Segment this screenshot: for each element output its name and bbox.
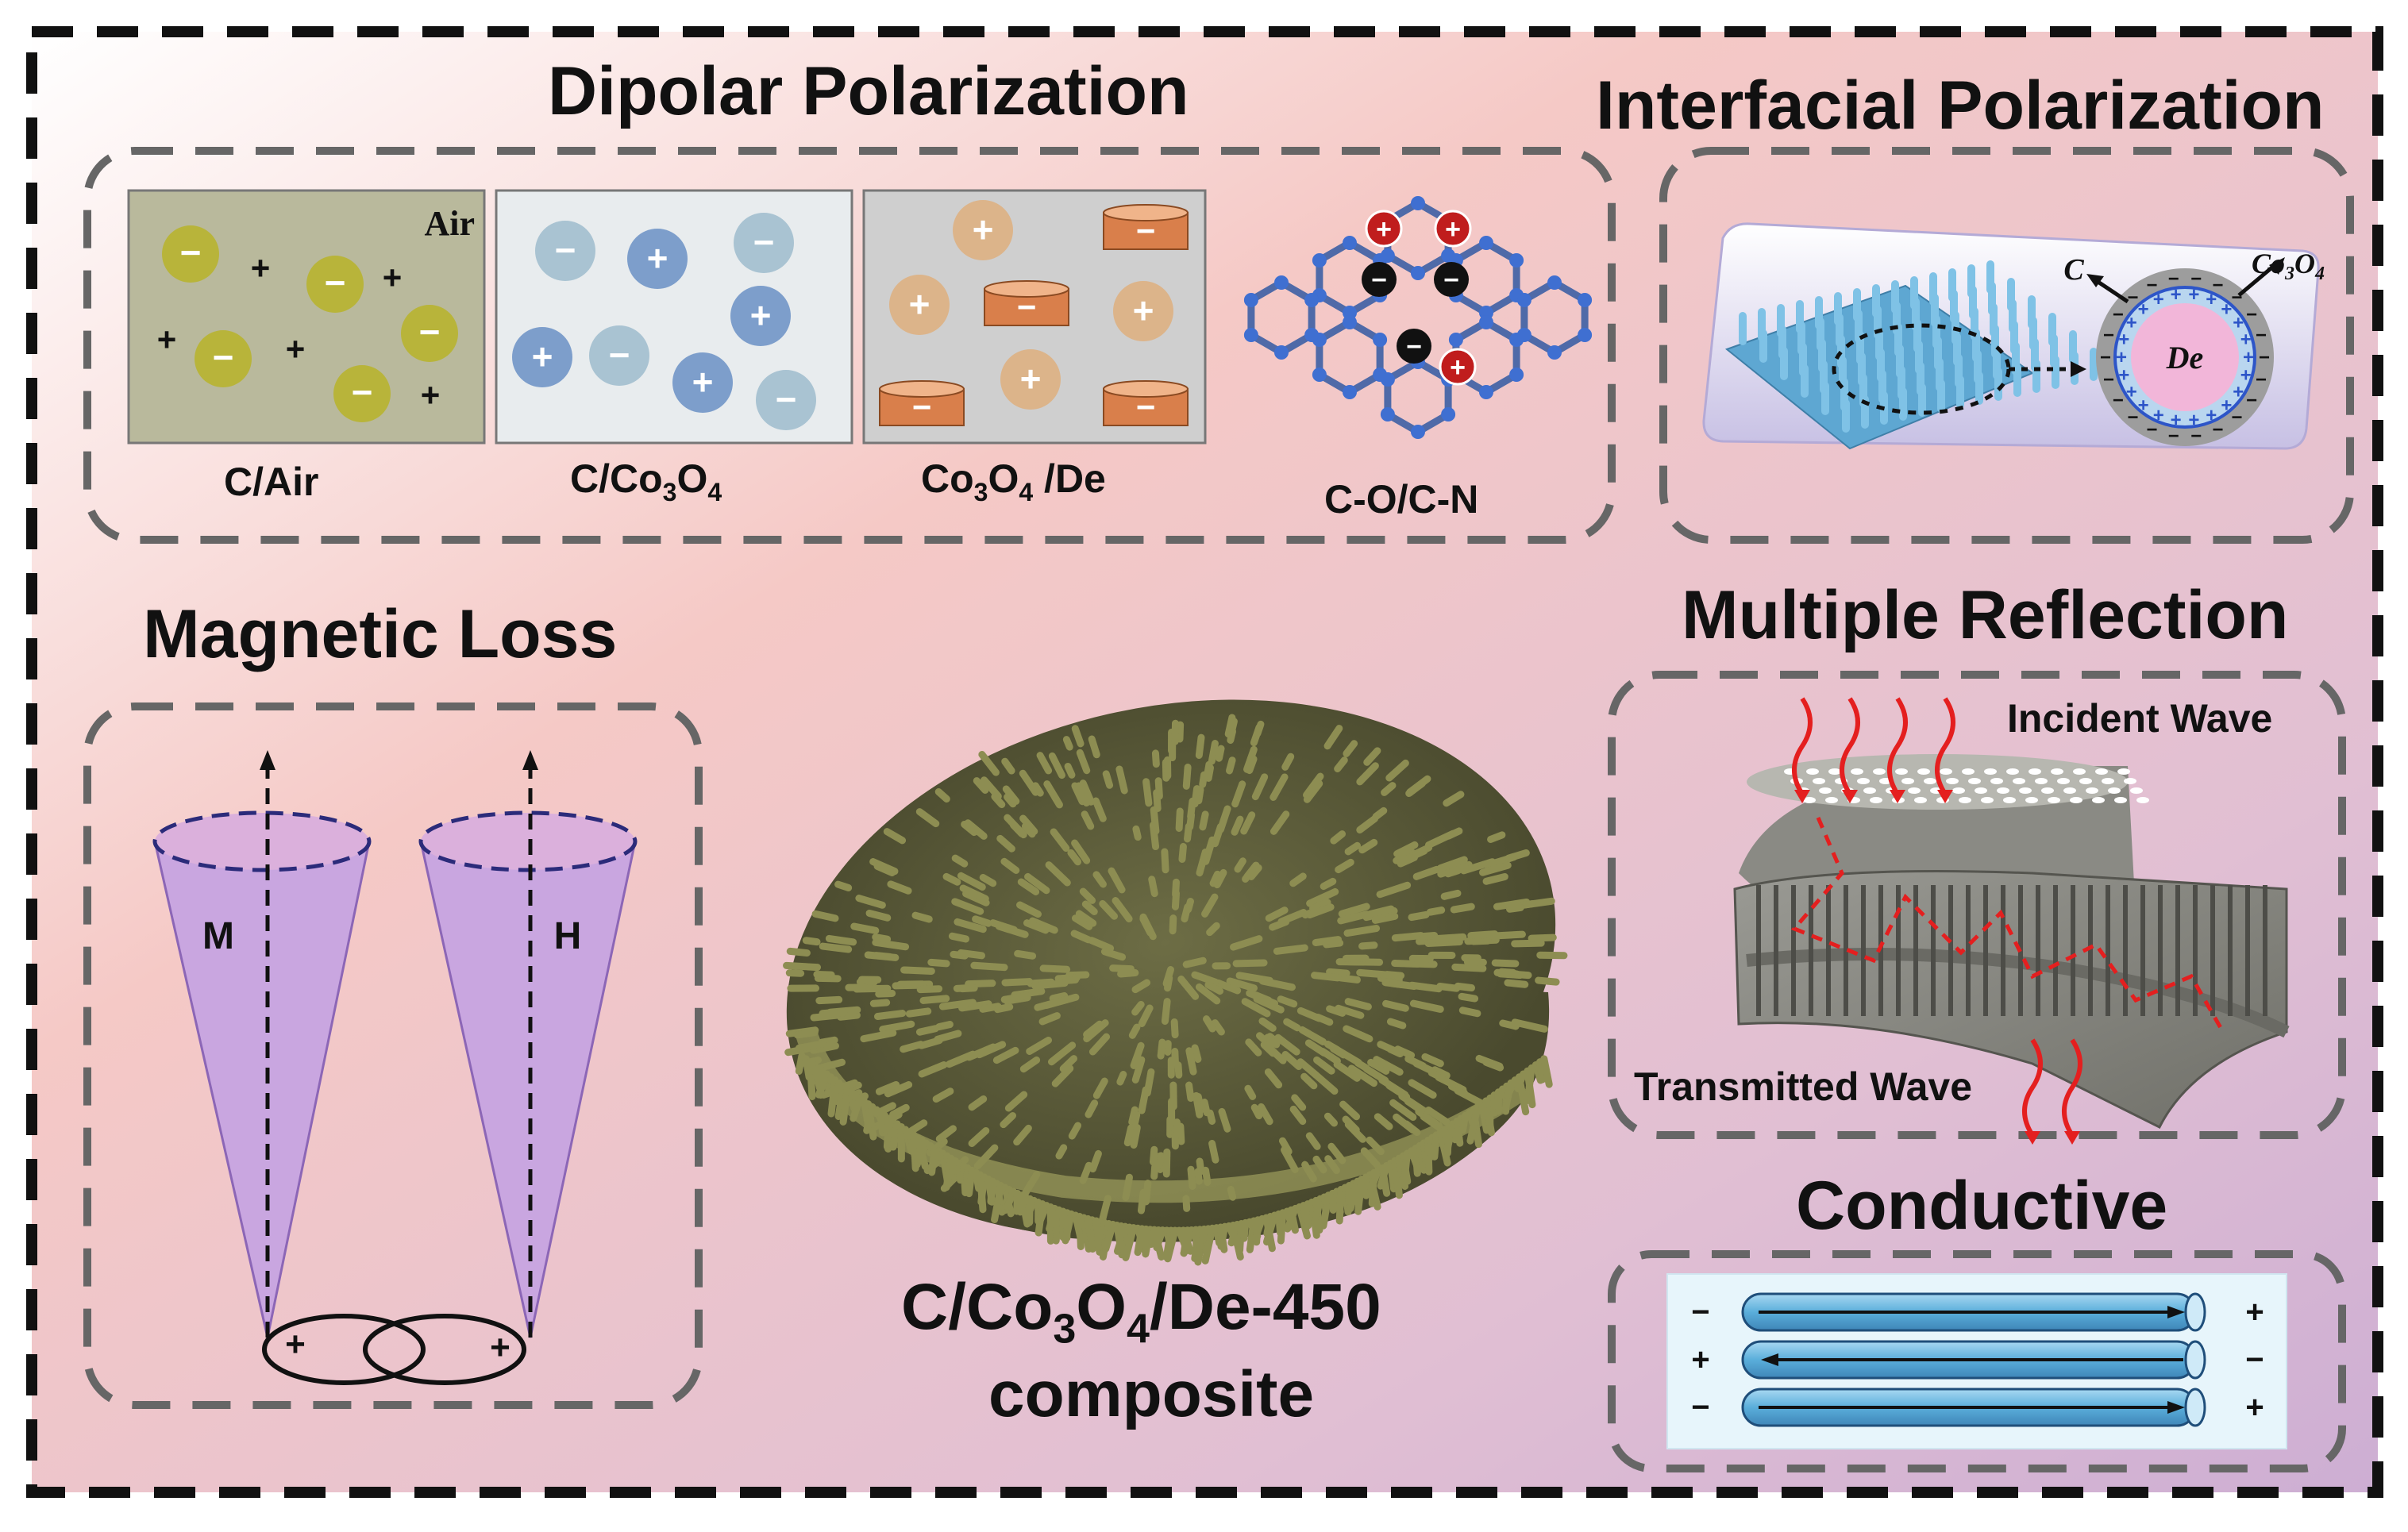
plus-sign: + [1133, 290, 1154, 331]
svg-text:−: − [2146, 419, 2157, 441]
panel-label-co-cn: C-O/C-N [1324, 476, 1478, 522]
de-label: De [2166, 340, 2204, 375]
rod-2 [1743, 1341, 2205, 1378]
minus-sign: − [1136, 212, 1156, 249]
reflection-title: Multiple Reflection [1682, 576, 2288, 655]
svg-text:−: − [2213, 419, 2224, 441]
plus-sign: + [532, 336, 553, 377]
svg-text:+: + [2221, 299, 2232, 321]
svg-text:+: + [2240, 329, 2252, 350]
plus-sign: + [2245, 1390, 2264, 1425]
panel-label-co3o4-de: Co3O4 /De [921, 456, 1106, 507]
plus-sign: + [286, 330, 306, 368]
plus-sign: + [909, 283, 930, 325]
minus-sign: − [1136, 388, 1156, 425]
svg-text:+: + [2138, 395, 2149, 416]
panel-label-c-co3o4: C/Co3O4 [570, 456, 722, 507]
plus-sign: + [383, 259, 403, 296]
incident-wave-label: Incident Wave [2007, 695, 2272, 741]
minus-sign: − [180, 232, 202, 273]
plus-sign: + [421, 376, 441, 414]
dipolar-title: Dipolar Polarization [548, 52, 1189, 131]
svg-text:−: − [2100, 347, 2111, 368]
plus-sign: + [490, 1328, 510, 1367]
interfacial-schematic: +−+−+−+−+−+−+−+−+−+−+−+−+−+−+−+−+−+−+−+−… [1704, 224, 2325, 448]
svg-text:−: − [2128, 287, 2139, 308]
minus-sign: − [419, 311, 441, 352]
plus-sign: + [2245, 1295, 2264, 1330]
panel-label-c-air: C/Air [224, 459, 318, 505]
plus-sign: + [750, 294, 772, 336]
minus-sign: − [2245, 1342, 2264, 1377]
svg-text:−: − [2231, 407, 2242, 429]
composite-title-line2: composite [988, 1357, 1314, 1432]
svg-text:−: − [2113, 390, 2124, 411]
svg-text:−: − [2113, 304, 2124, 325]
plus-sign: + [157, 321, 177, 358]
svg-text:+: + [2221, 395, 2232, 416]
minus-sign: − [1443, 265, 1459, 295]
air-label: Air [424, 204, 475, 243]
minus-sign: − [609, 334, 630, 375]
composite-title-line1: C/Co3O4/De-450 [901, 1270, 1381, 1353]
minus-sign: − [753, 221, 775, 263]
plus-sign: + [1445, 214, 1461, 244]
minus-sign: − [1406, 332, 1422, 362]
svg-text:−: − [2168, 425, 2179, 447]
svg-text:−: − [2259, 347, 2270, 368]
transmitted-wave-label: Transmitted Wave [1634, 1064, 1972, 1110]
c-label: C [2063, 253, 2084, 287]
svg-text:−: − [2103, 325, 2114, 346]
minus-sign: − [912, 388, 932, 425]
panel-co3o4-de: + + + + − − − − [864, 191, 1205, 443]
plus-sign: + [285, 1325, 306, 1364]
svg-text:−: − [2213, 275, 2224, 296]
conductive-title: Conductive [1796, 1167, 2167, 1245]
minus-sign: − [1371, 265, 1387, 295]
plus-sign: + [1450, 352, 1466, 383]
panel-c-air: − − − − − + + + + + Air [129, 191, 484, 443]
svg-text:−: − [2190, 268, 2202, 290]
svg-text:−: − [2168, 268, 2179, 290]
plus-sign: + [1020, 358, 1042, 399]
interfacial-title: Interfacial Polarization [1596, 67, 2325, 145]
rod-3 [1743, 1389, 2205, 1426]
plus-sign: + [647, 237, 668, 279]
rod-1 [1743, 1294, 2205, 1330]
svg-text:−: − [2231, 287, 2242, 308]
cone-m-label: M [202, 915, 234, 957]
minus-sign: − [776, 379, 797, 420]
svg-text:−: − [2128, 407, 2139, 429]
magnetic-title: Magnetic Loss [143, 595, 617, 674]
svg-text:+: + [2138, 299, 2149, 321]
svg-text:+: + [2233, 381, 2244, 402]
svg-text:−: − [2190, 425, 2202, 447]
conductive-schematic: − + + − − + [1667, 1274, 2287, 1449]
panel-c-co3o4: − − − − + + + + [496, 191, 852, 443]
cone-h-label: H [554, 915, 582, 957]
svg-text:−: − [2103, 369, 2114, 391]
plus-sign: + [1376, 214, 1392, 244]
svg-text:−: − [2256, 325, 2267, 346]
plus-sign: + [251, 249, 271, 287]
minus-sign: − [1017, 288, 1037, 325]
plus-sign: + [692, 361, 714, 402]
minus-sign: − [213, 337, 234, 378]
svg-text:−: − [2256, 369, 2267, 391]
minus-sign: − [1691, 1295, 1709, 1330]
svg-text:−: − [2146, 275, 2157, 296]
minus-sign: − [1691, 1390, 1709, 1425]
plus-sign: + [973, 209, 994, 250]
svg-text:+: + [2126, 313, 2137, 334]
minus-sign: − [352, 371, 373, 413]
svg-text:−: − [2246, 390, 2257, 411]
minus-sign: − [325, 262, 346, 303]
plus-sign: + [1691, 1342, 1709, 1377]
svg-text:−: − [2246, 304, 2257, 325]
minus-sign: − [555, 229, 576, 271]
